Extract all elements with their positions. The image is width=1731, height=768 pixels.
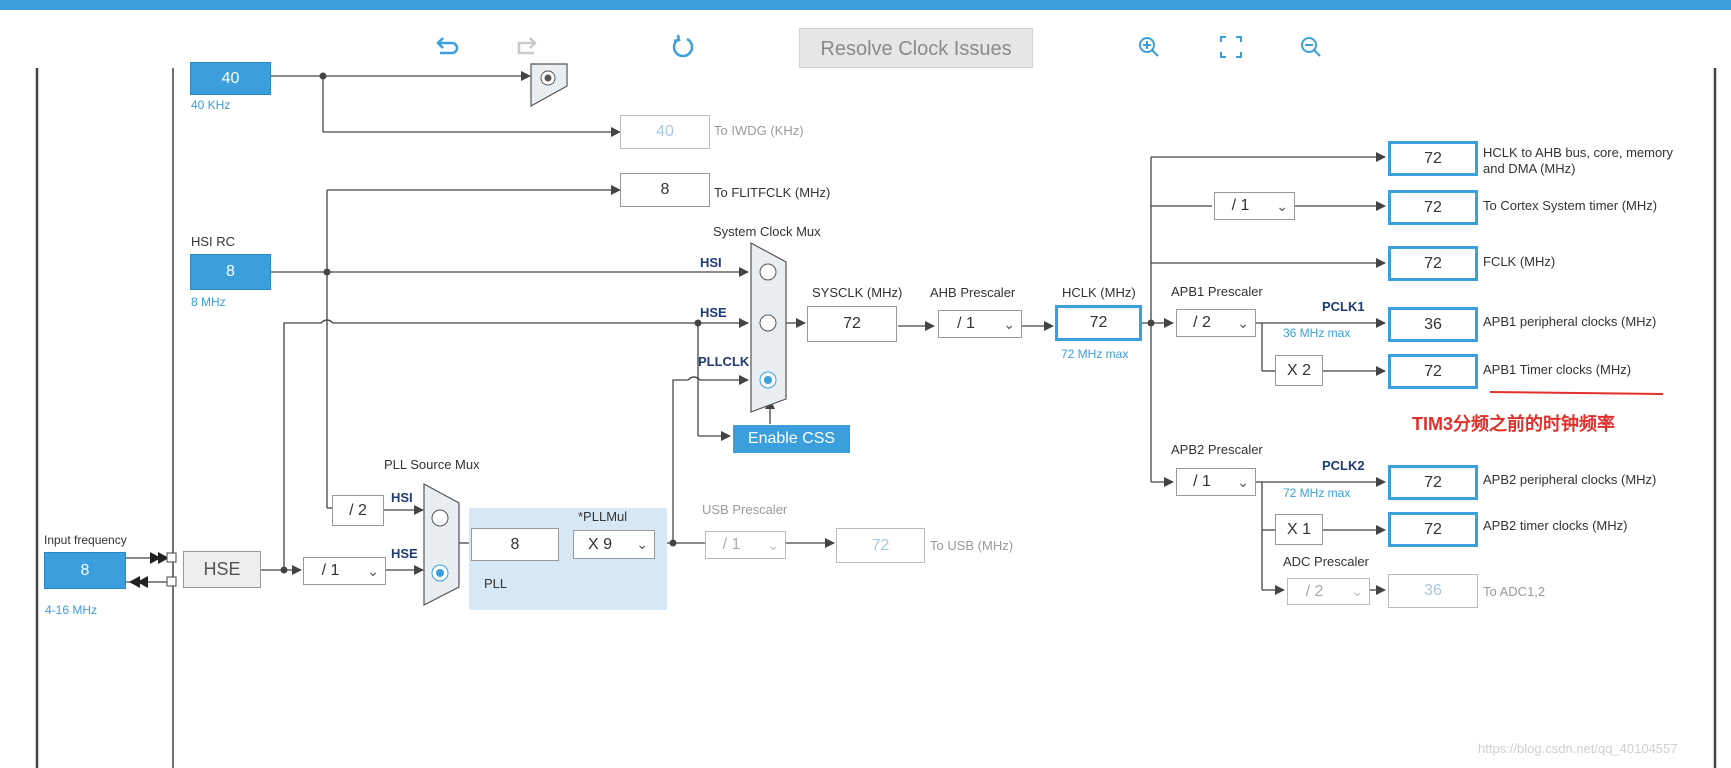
- enable-css-button[interactable]: Enable CSS: [733, 425, 850, 453]
- apb2-timer-multiplier-box: X 1: [1275, 514, 1323, 545]
- chevron-down-icon: ⌄: [767, 537, 779, 553]
- usb-prescaler-select[interactable]: / 1 ⌄: [705, 531, 786, 559]
- apb1-max-label: 36 MHz max: [1283, 326, 1351, 340]
- watermark: https://blog.csdn.net/qq_40104557: [1478, 741, 1678, 756]
- ahb-prescaler-value: / 1: [957, 315, 975, 332]
- fclk-label: FCLK (MHz): [1483, 254, 1556, 269]
- hsi-rc-value-box[interactable]: 8: [190, 254, 271, 290]
- apb2-prescaler-label: APB2 Prescaler: [1171, 442, 1263, 457]
- hse-prescaler-value: / 1: [321, 562, 340, 579]
- pclk1-label: PCLK1: [1322, 299, 1365, 314]
- apb1-peripheral-label: APB1 peripheral clocks (MHz): [1483, 314, 1657, 329]
- flitf-output-box: 8: [620, 173, 710, 207]
- adc-output-box: 36: [1388, 574, 1478, 608]
- redo-icon[interactable]: [509, 30, 543, 64]
- apb2-peripheral-label: APB2 peripheral clocks (MHz): [1483, 472, 1657, 487]
- hclk-label: HCLK (MHz): [1062, 285, 1136, 300]
- cortex-prescaler-select[interactable]: / 1 ⌄: [1214, 192, 1295, 220]
- cortex-prescaler-value: / 1: [1231, 197, 1250, 214]
- apb2-timer-output-box[interactable]: 72: [1388, 512, 1478, 547]
- pll-multiplier-select[interactable]: X 9 ⌄: [573, 530, 655, 559]
- adc-output-label: To ADC1,2: [1483, 584, 1546, 599]
- adc-prescaler-label: ADC Prescaler: [1283, 554, 1369, 569]
- adc-prescaler-select[interactable]: / 2 ⌄: [1287, 578, 1370, 605]
- cortex-output-box[interactable]: 72: [1388, 190, 1478, 225]
- pllsrc-hsi-label[interactable]: HSI: [391, 490, 413, 505]
- ahb-prescaler-select[interactable]: / 1 ⌄: [938, 310, 1022, 338]
- ahb-bus-label: HCLK to AHB bus, core, memory and DMA (M…: [1483, 145, 1674, 176]
- chevron-down-icon: ⌄: [1237, 315, 1249, 331]
- resolve-clock-issues-button[interactable]: Resolve Clock Issues: [799, 28, 1033, 68]
- lsi-mux: [530, 63, 568, 108]
- flitf-label: To FLITFCLK (MHz): [714, 185, 831, 200]
- hsi-rc-freq-label: 8 MHz: [191, 295, 226, 309]
- sysmux-pllclk-label[interactable]: PLLCLK: [698, 354, 750, 369]
- chevron-down-icon: ⌄: [636, 536, 648, 552]
- usb-output-label: To USB (MHz): [930, 538, 1014, 553]
- cortex-label: To Cortex System timer (MHz): [1483, 198, 1658, 213]
- apb1-prescaler-value: / 2: [1193, 314, 1211, 331]
- chevron-down-icon: ⌄: [1003, 316, 1015, 332]
- apb1-timer-multiplier-box: X 2: [1275, 355, 1323, 386]
- iwdg-label: To IWDG (KHz): [714, 123, 804, 138]
- annotation-underline: [1489, 391, 1664, 395]
- pll-source-mux: [423, 482, 460, 606]
- pll-label: PLL: [484, 576, 508, 591]
- chevron-down-icon: ⌄: [367, 563, 379, 579]
- input-frequency-box[interactable]: 8: [44, 552, 126, 589]
- input-frequency-label: Input frequency: [44, 533, 127, 547]
- pclk2-label: PCLK2: [1322, 458, 1365, 473]
- hsi-rc-title: HSI RC: [191, 234, 236, 249]
- hclk-max-label: 72 MHz max: [1061, 347, 1129, 361]
- toolbar: Resolve Clock Issues: [0, 10, 1731, 68]
- pll-multiplier-value: X 9: [587, 536, 612, 553]
- sysmux-hse-label[interactable]: HSE: [700, 305, 727, 320]
- apb2-timer-label: APB2 timer clocks (MHz): [1483, 518, 1628, 533]
- apb1-prescaler-select[interactable]: / 2 ⌄: [1176, 309, 1256, 337]
- apb1-prescaler-label: APB1 Prescaler: [1171, 284, 1263, 299]
- usb-output-box: 72: [836, 528, 925, 563]
- usb-prescaler-label: USB Prescaler: [702, 502, 788, 517]
- apb2-max-label: 72 MHz max: [1283, 486, 1351, 500]
- apb1-timer-output-box[interactable]: 72: [1388, 354, 1478, 389]
- chevron-down-icon: ⌄: [1237, 474, 1249, 490]
- sysclk-label: SYSCLK (MHz): [812, 285, 903, 300]
- hse-block: HSE: [183, 551, 261, 588]
- pll-source-mux-title: PLL Source Mux: [384, 457, 480, 472]
- input-frequency-range: 4-16 MHz: [45, 603, 98, 617]
- chevron-down-icon: ⌄: [1351, 583, 1363, 599]
- refresh-icon[interactable]: [666, 30, 700, 64]
- zoom-in-icon[interactable]: [1132, 30, 1166, 64]
- sysmux-hsi-label[interactable]: HSI: [700, 255, 722, 270]
- hclk-value-box[interactable]: 72: [1055, 305, 1142, 341]
- apb1-peripheral-output-box[interactable]: 36: [1388, 307, 1478, 342]
- apb1-timer-label: APB1 Timer clocks (MHz): [1483, 362, 1632, 377]
- pllsrc-hse-label[interactable]: HSE: [391, 546, 418, 561]
- pllmul-label: *PLLMul: [578, 509, 628, 524]
- undo-icon[interactable]: [430, 30, 464, 64]
- hsi-div2-box: / 2: [332, 495, 384, 526]
- system-clock-mux-title: System Clock Mux: [713, 224, 821, 239]
- pll-input-box: 8: [471, 528, 559, 561]
- usb-prescaler-value: / 1: [722, 536, 741, 553]
- fclk-output-box[interactable]: 72: [1388, 246, 1478, 281]
- top-accent-bar: [0, 0, 1731, 10]
- adc-prescaler-value: / 2: [1305, 583, 1324, 600]
- system-clock-mux: [750, 241, 787, 413]
- apb2-prescaler-value: / 1: [1193, 473, 1211, 490]
- lsi-freq-label: 40 KHz: [191, 98, 231, 112]
- chevron-down-icon: ⌄: [1276, 198, 1288, 214]
- lsi-value-box[interactable]: 40: [190, 62, 271, 95]
- zoom-out-icon[interactable]: [1294, 30, 1328, 64]
- ahb-prescaler-label: AHB Prescaler: [930, 285, 1016, 300]
- fit-screen-icon[interactable]: [1214, 30, 1248, 64]
- apb2-peripheral-output-box[interactable]: 72: [1388, 465, 1478, 500]
- apb2-prescaler-select[interactable]: / 1 ⌄: [1176, 468, 1256, 496]
- hse-prescaler-select[interactable]: / 1 ⌄: [303, 557, 386, 585]
- tim3-annotation: TIM3分频之前的时钟频率: [1412, 414, 1616, 434]
- sysclk-value-box[interactable]: 72: [807, 306, 897, 342]
- iwdg-output-box: 40: [620, 115, 710, 149]
- ahb-bus-output-box[interactable]: 72: [1388, 141, 1478, 176]
